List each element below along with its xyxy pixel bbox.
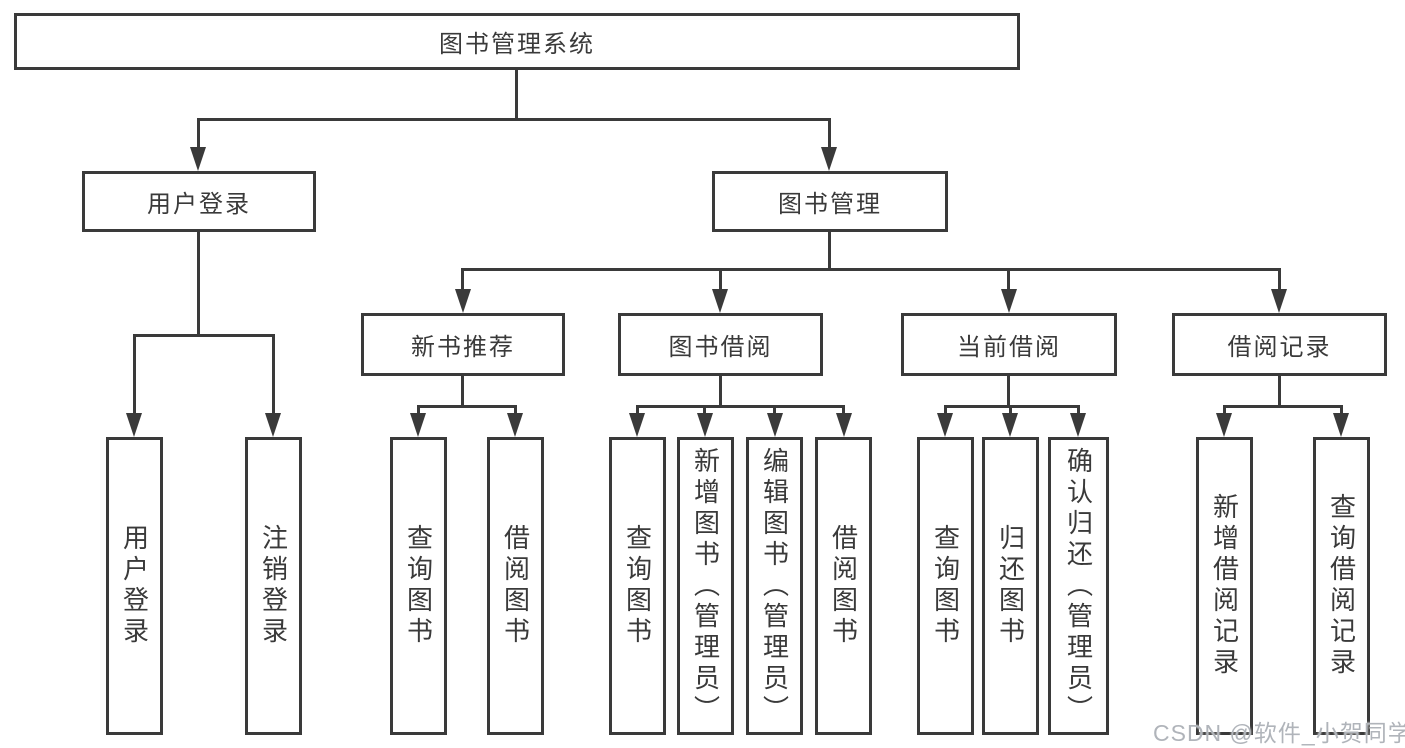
connector-current-stem bbox=[1007, 376, 1010, 407]
node-new-book-recommend: 新书推荐 bbox=[361, 313, 565, 376]
arrowhead-newbook-query bbox=[410, 413, 426, 437]
connector-borrow-branch bbox=[636, 405, 845, 408]
connector-arrow-login bbox=[197, 118, 200, 150]
leaf-query-borrow-record: 查询借阅记录 bbox=[1313, 437, 1370, 735]
connector-arrow-newbook-borrow bbox=[514, 405, 517, 415]
node-library-system: 图书管理系统 bbox=[14, 13, 1020, 70]
connector-arrow-newbook bbox=[461, 268, 464, 291]
connector-root-stem bbox=[515, 70, 518, 120]
connector-arrow-login-logout bbox=[272, 334, 275, 414]
connector-arrow-current-return bbox=[1009, 405, 1012, 415]
connector-arrow-borrow bbox=[719, 268, 722, 291]
connector-borrow-stem bbox=[719, 376, 722, 407]
arrowhead-borrow-edit bbox=[767, 413, 783, 437]
leaf-newbook-borrow-book: 借阅图书 bbox=[487, 437, 544, 735]
connector-arrow-login-user bbox=[133, 334, 136, 414]
connector-login-branch bbox=[133, 334, 275, 337]
connector-arrow-current-confirm bbox=[1077, 405, 1080, 415]
leaf-borrow-query-book: 查询图书 bbox=[609, 437, 666, 735]
connector-arrow-borrow-add bbox=[703, 405, 706, 415]
leaf-borrow-edit-book-admin: 编辑图书（管理员） bbox=[746, 437, 803, 735]
connector-arrow-records-add bbox=[1223, 405, 1226, 415]
leaf-newbook-query-book: 查询图书 bbox=[390, 437, 447, 735]
arrowhead-login bbox=[190, 147, 206, 171]
connector-arrow-records-query bbox=[1340, 405, 1343, 415]
arrowhead-current-return bbox=[1002, 413, 1018, 437]
connector-newbook-branch bbox=[417, 405, 517, 408]
connector-newbook-stem bbox=[461, 376, 464, 407]
connector-mgmt-branch bbox=[461, 268, 1281, 271]
connector-arrow-current-query bbox=[944, 405, 947, 415]
connector-arrow-current bbox=[1007, 268, 1010, 291]
leaf-borrow-add-book-admin: 新增图书（管理员） bbox=[677, 437, 734, 735]
connector-mgmt-stem bbox=[828, 232, 831, 270]
leaf-user-login: 用户登录 bbox=[106, 437, 163, 735]
arrowhead-borrow-add bbox=[697, 413, 713, 437]
arrowhead-records bbox=[1271, 289, 1287, 313]
leaf-borrow-borrow-book: 借阅图书 bbox=[815, 437, 872, 735]
arrowhead-current-query bbox=[937, 413, 953, 437]
arrowhead-newbook bbox=[455, 289, 471, 313]
arrowhead-newbook-borrow bbox=[507, 413, 523, 437]
arrowhead-mgmt bbox=[821, 147, 837, 171]
node-book-borrowing: 图书借阅 bbox=[618, 313, 823, 376]
node-borrowing-records: 借阅记录 bbox=[1172, 313, 1387, 376]
leaf-confirm-return-admin: 确认归还（管理员） bbox=[1048, 437, 1109, 735]
node-user-login: 用户登录 bbox=[82, 171, 316, 232]
arrowhead-current-confirm bbox=[1070, 413, 1086, 437]
arrowhead-borrow-borrow bbox=[836, 413, 852, 437]
arrowhead-borrow-query bbox=[629, 413, 645, 437]
leaf-logout: 注销登录 bbox=[245, 437, 302, 735]
connector-arrow-newbook-query bbox=[417, 405, 420, 415]
node-book-management: 图书管理 bbox=[712, 171, 948, 232]
arrowhead-records-query bbox=[1333, 413, 1349, 437]
connector-records-stem bbox=[1278, 376, 1281, 407]
leaf-current-return-book: 归还图书 bbox=[982, 437, 1039, 735]
leaf-add-borrow-record: 新增借阅记录 bbox=[1196, 437, 1253, 735]
connector-arrow-records bbox=[1278, 268, 1281, 291]
arrowhead-login-user bbox=[126, 413, 142, 437]
arrowhead-login-logout bbox=[265, 413, 281, 437]
connector-current-branch bbox=[944, 405, 1080, 408]
csdn-watermark: CSDN @软件_小贺同学 bbox=[1153, 720, 1405, 746]
connector-arrow-borrow-edit bbox=[773, 405, 776, 415]
node-current-borrowing: 当前借阅 bbox=[901, 313, 1117, 376]
connector-arrow-borrow-borrow bbox=[842, 405, 845, 415]
arrowhead-borrow bbox=[712, 289, 728, 313]
connector-login-stem bbox=[197, 232, 200, 336]
connector-arrow-mgmt bbox=[828, 118, 831, 150]
connector-records-branch bbox=[1223, 405, 1343, 408]
arrowhead-current bbox=[1001, 289, 1017, 313]
connector-root-branch bbox=[197, 118, 831, 121]
arrowhead-records-add bbox=[1216, 413, 1232, 437]
connector-arrow-borrow-query bbox=[636, 405, 639, 415]
leaf-current-query-book: 查询图书 bbox=[917, 437, 974, 735]
